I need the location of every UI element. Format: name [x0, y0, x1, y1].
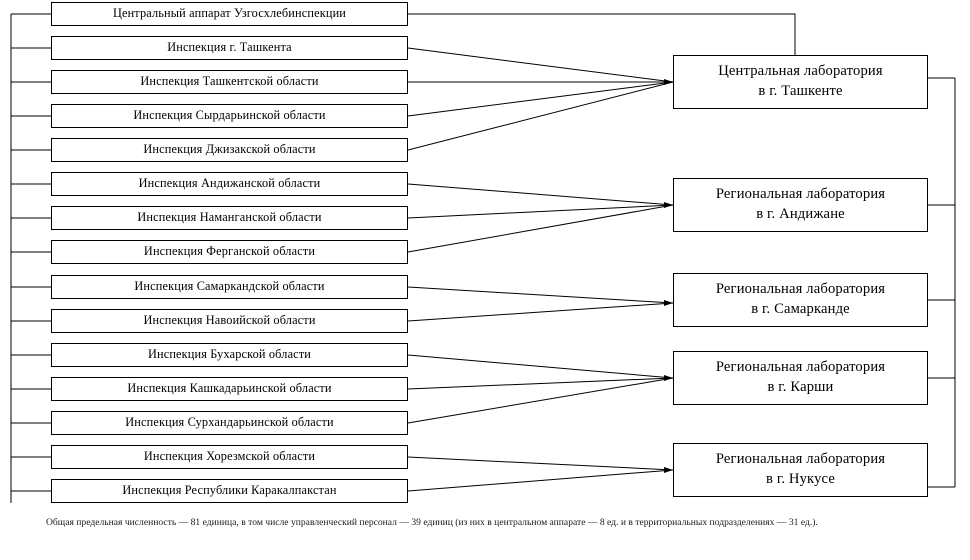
- arrowhead-lab1: [664, 79, 673, 85]
- node-inspection-karakalpakstan[interactable]: Инспекция Республики Каракалпакстан: [51, 479, 408, 503]
- node-central-apparatus[interactable]: Центральный аппарат Узгосхлебинспекции: [51, 2, 408, 26]
- link-insp8-lab3: [407, 286, 674, 304]
- link-insp9-lab3: [407, 302, 674, 322]
- link-insp1-lab1: [407, 47, 674, 83]
- link-insp5-lab2: [407, 183, 674, 206]
- link-insp6-lab2: [407, 204, 674, 219]
- node-inspection-navoi[interactable]: Инспекция Навоийской области: [51, 309, 408, 333]
- link-hq-to-central-lab: [408, 13, 796, 55]
- node-laboratory-karshi[interactable]: Региональная лаборатория в г. Карши: [673, 351, 928, 405]
- footer-staffing-note: Общая предельная численность — 81 единиц…: [46, 517, 818, 528]
- node-inspection-andijan[interactable]: Инспекция Андижанской области: [51, 172, 408, 196]
- node-inspection-jizzakh[interactable]: Инспекция Джизакской области: [51, 138, 408, 162]
- node-laboratory-andijan[interactable]: Региональная лаборатория в г. Андижане: [673, 178, 928, 232]
- node-inspection-fergana[interactable]: Инспекция Ферганской области: [51, 240, 408, 264]
- link-insp12-lab4: [407, 377, 674, 424]
- arrowhead-lab5: [664, 467, 673, 473]
- arrowhead-lab2: [664, 202, 673, 208]
- node-inspection-surkhandarya[interactable]: Инспекция Сурхандарьинской области: [51, 411, 408, 435]
- link-insp3-lab1: [407, 81, 674, 117]
- arrowhead-lab3: [664, 300, 673, 306]
- node-inspection-tashkent-city[interactable]: Инспекция г. Ташкента: [51, 36, 408, 60]
- link-insp11-lab4: [407, 377, 674, 390]
- node-inspection-bukhara[interactable]: Инспекция Бухарской области: [51, 343, 408, 367]
- node-inspection-namangan[interactable]: Инспекция Наманганской области: [51, 206, 408, 230]
- link-insp14-lab5: [407, 469, 674, 492]
- arrowhead-lab4: [664, 375, 673, 381]
- link-insp10-lab4: [407, 354, 674, 379]
- link-insp13-lab5: [407, 456, 674, 471]
- node-laboratory-nukus[interactable]: Региональная лаборатория в г. Нукусе: [673, 443, 928, 497]
- node-inspection-samarkand[interactable]: Инспекция Самаркандской области: [51, 275, 408, 299]
- node-inspection-kashkadarya[interactable]: Инспекция Кашкадарьинской области: [51, 377, 408, 401]
- link-insp7-lab2: [407, 204, 674, 253]
- node-laboratory-tashkent[interactable]: Центральная лаборатория в г. Ташкенте: [673, 55, 928, 109]
- link-insp4-lab1: [407, 81, 674, 151]
- node-inspection-khorezm[interactable]: Инспекция Хорезмской области: [51, 445, 408, 469]
- node-inspection-syrdarya[interactable]: Инспекция Сырдарьинской области: [51, 104, 408, 128]
- node-inspection-tashkent-region[interactable]: Инспекция Ташкентской области: [51, 70, 408, 94]
- node-laboratory-samarkand[interactable]: Региональная лаборатория в г. Самарканде: [673, 273, 928, 327]
